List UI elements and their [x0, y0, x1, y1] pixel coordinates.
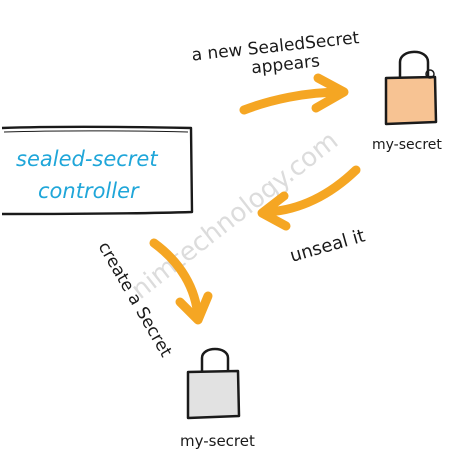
secret: my-secret	[180, 347, 255, 450]
controller-box: sealed-secret controller	[1, 125, 194, 216]
arrow-unseal	[257, 165, 361, 231]
controller-label-line2: controller	[38, 179, 140, 203]
sealed-secret-name: my-secret	[372, 137, 442, 153]
padlock-icon	[186, 347, 241, 420]
arrow-create-secret	[149, 238, 213, 325]
secret-name: my-secret	[180, 432, 255, 450]
watermark: nimtechnology.com	[126, 126, 344, 306]
padlock-icon	[384, 50, 438, 126]
controller-label-line1: sealed-secret	[16, 147, 158, 171]
arrow-to-sealed-secret	[239, 73, 349, 115]
watermark-text: nimtechnology.com	[126, 126, 344, 306]
unseal-label: unseal it	[288, 225, 368, 266]
new-sealed-secret-label: a new SealedSecret appears	[191, 28, 361, 78]
sealed-secret: my-secret	[372, 50, 442, 153]
